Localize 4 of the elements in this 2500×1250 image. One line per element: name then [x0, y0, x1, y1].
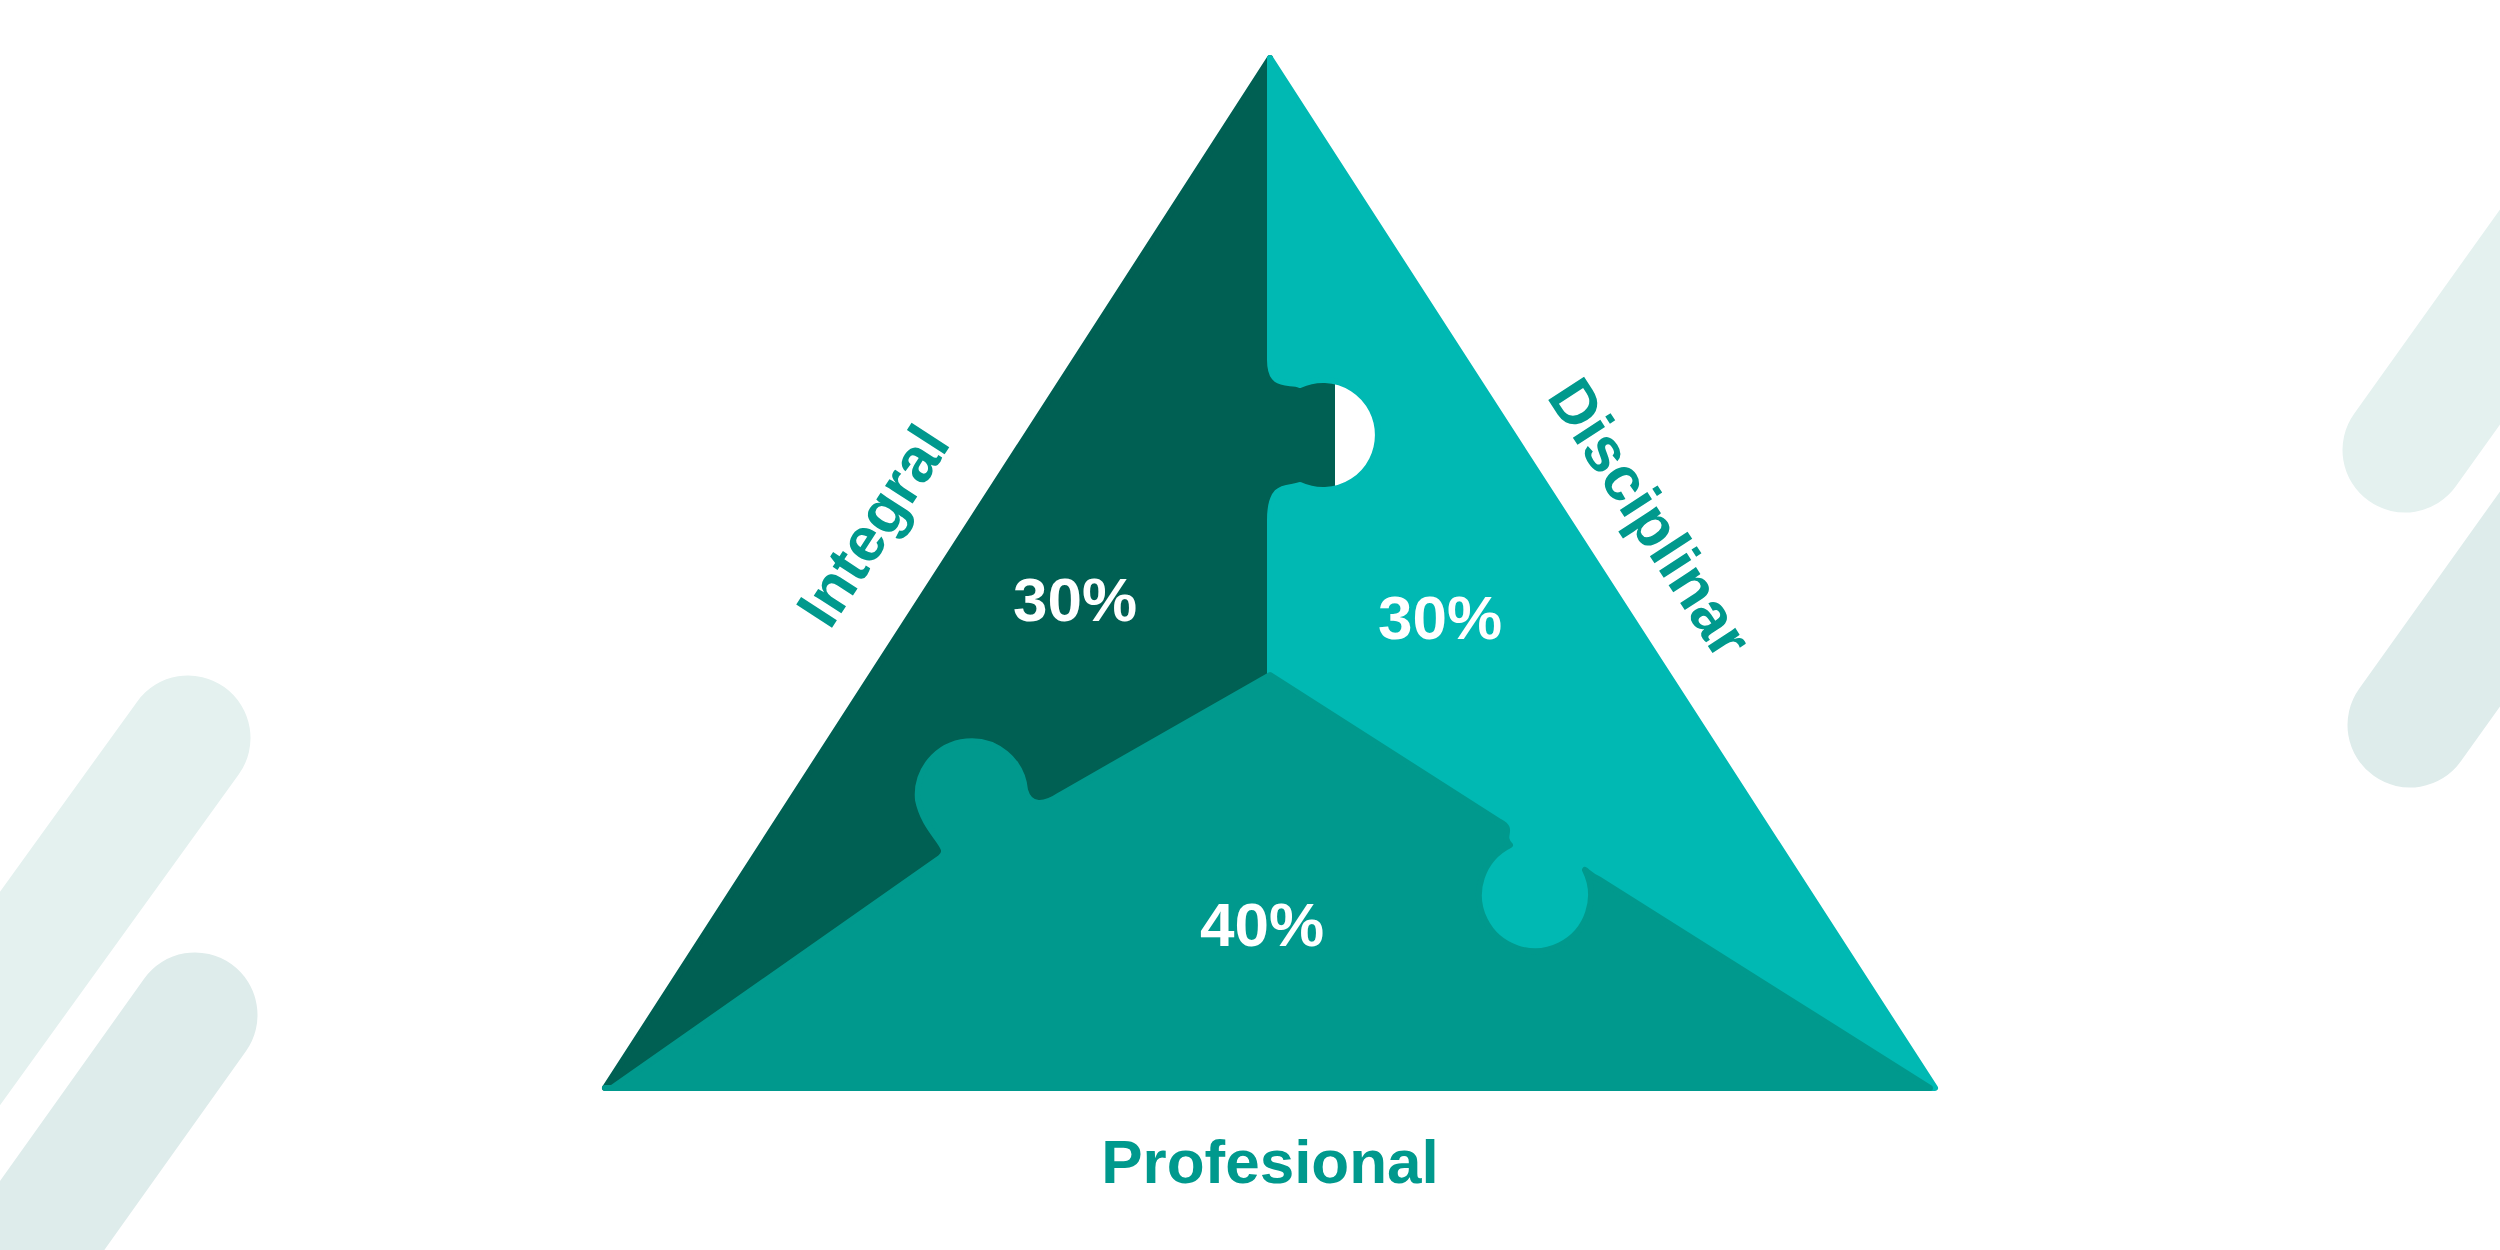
percentage-label: 40% [1199, 894, 1325, 956]
side-label: Profesional [1101, 1131, 1439, 1193]
percentage-label: 30% [1377, 587, 1503, 649]
percentage-label: 30% [1012, 569, 1138, 631]
